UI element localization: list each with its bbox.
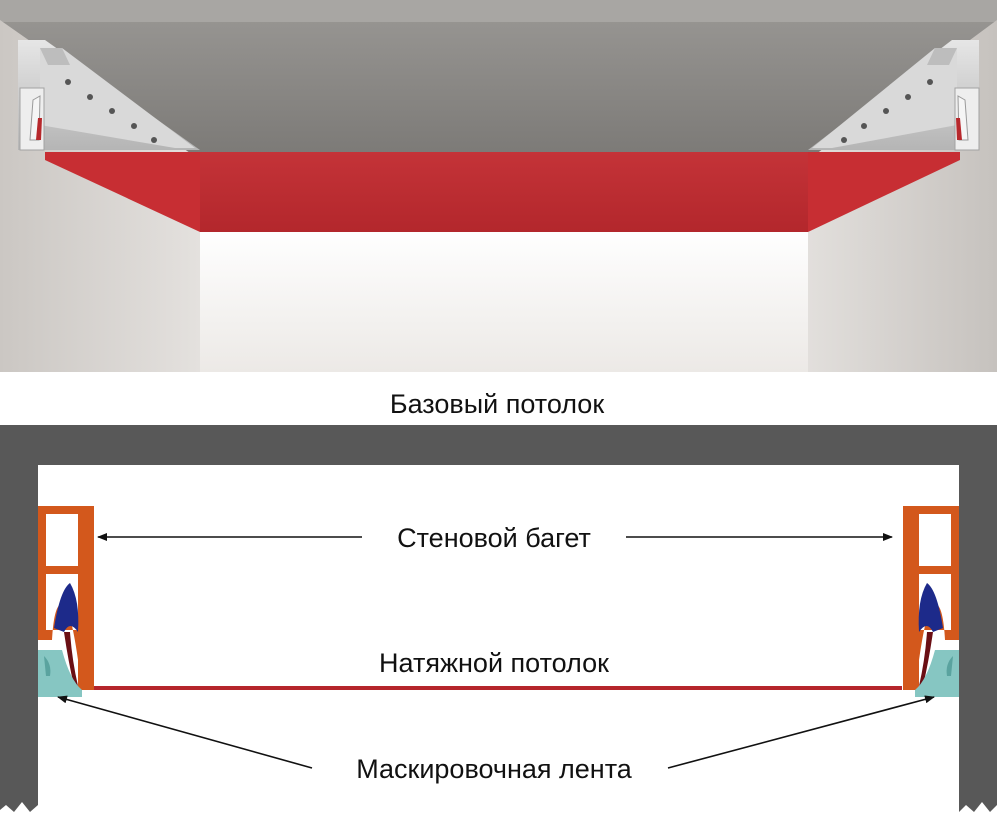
left-masking-tape <box>38 650 82 697</box>
arrow-tape-right <box>667 695 935 769</box>
wall-section <box>0 425 997 812</box>
membrane-back-render <box>200 152 808 232</box>
room-render <box>0 0 997 372</box>
membrane-left-render <box>45 152 200 232</box>
label-masking-tape: Маскировочная лента <box>356 754 633 784</box>
label-stretch-ceiling: Натяжной потолок <box>379 648 609 678</box>
label-wall-baguette: Стеновой багет <box>397 523 591 553</box>
left-baguette <box>38 506 94 697</box>
back-wall-render <box>200 228 808 372</box>
membrane-section <box>94 686 902 690</box>
left-harpoon <box>54 583 79 632</box>
right-baguette <box>903 506 959 697</box>
right-harpoon <box>918 583 943 632</box>
label-base-ceiling: Базовый потолок <box>390 389 604 419</box>
membrane-right-render <box>808 152 960 232</box>
top-frame-strip <box>0 0 997 22</box>
right-profile-render <box>808 40 980 151</box>
arrow-tape-left <box>57 695 313 769</box>
right-masking-tape <box>915 650 959 697</box>
left-profile-render <box>18 40 200 151</box>
cross-section-diagram <box>0 425 997 812</box>
